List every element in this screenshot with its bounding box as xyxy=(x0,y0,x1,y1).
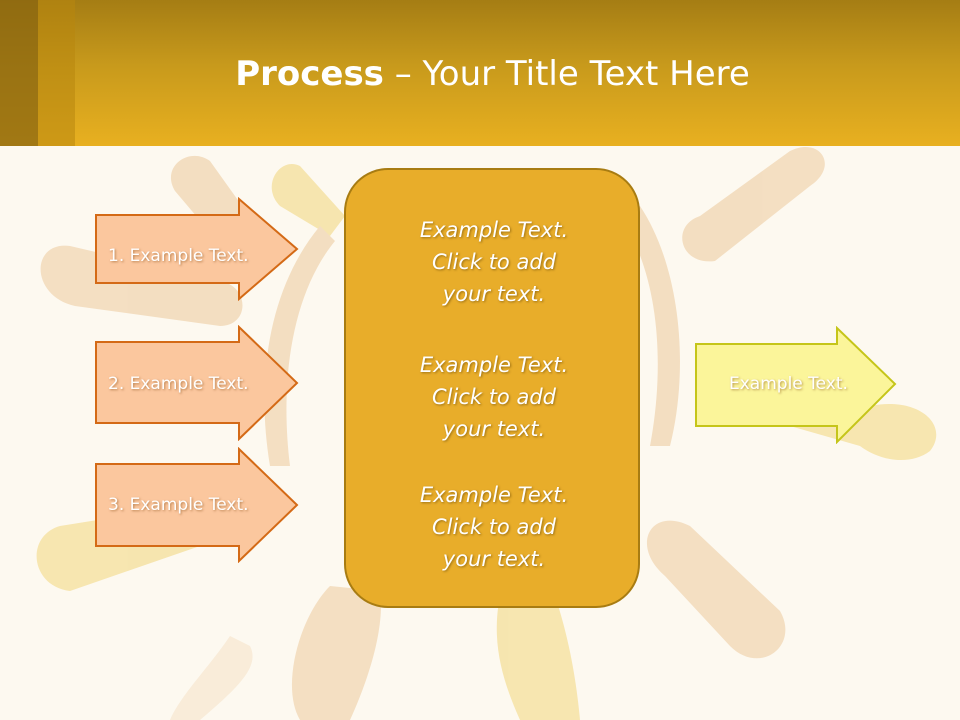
title-rest: – Your Title Text Here xyxy=(383,54,750,94)
left-arrow-3-label: 3. Example Text. xyxy=(108,495,249,515)
background-hands-art xyxy=(36,146,937,720)
title-bar: Process – Your Title Text Here xyxy=(0,0,960,146)
left-arrow-1-label: 1. Example Text. xyxy=(108,246,249,266)
header-stripe-light xyxy=(38,0,75,146)
process-center-box: Example Text. Click to add your text. Ex… xyxy=(344,168,640,608)
center-text-line: Example Text. xyxy=(419,483,569,507)
center-text-line: Example Text. xyxy=(419,218,569,242)
title-bold: Process xyxy=(235,54,384,94)
center-text-line: your text. xyxy=(442,547,546,571)
center-text-block-2: Example Text. Click to add your text. xyxy=(346,349,642,445)
left-arrow-2-label: 2. Example Text. xyxy=(108,374,249,394)
center-text-line: Click to add xyxy=(431,385,556,409)
center-text-block-3: Example Text. Click to add your text. xyxy=(346,479,642,575)
slide-title: Process – Your Title Text Here xyxy=(0,52,960,96)
header-stripe-dark xyxy=(0,0,38,146)
right-arrow-label: Example Text. xyxy=(729,374,848,394)
right-arrow xyxy=(695,326,897,444)
center-text-block-1: Example Text. Click to add your text. xyxy=(346,214,642,310)
left-arrow-3 xyxy=(95,447,299,563)
center-text-line: Example Text. xyxy=(419,353,569,377)
left-arrow-1 xyxy=(95,197,299,301)
center-text-line: Click to add xyxy=(431,515,556,539)
center-text-line: your text. xyxy=(442,417,546,441)
center-text-line: your text. xyxy=(442,282,546,306)
left-arrow-2 xyxy=(95,325,299,441)
center-text-line: Click to add xyxy=(431,250,556,274)
